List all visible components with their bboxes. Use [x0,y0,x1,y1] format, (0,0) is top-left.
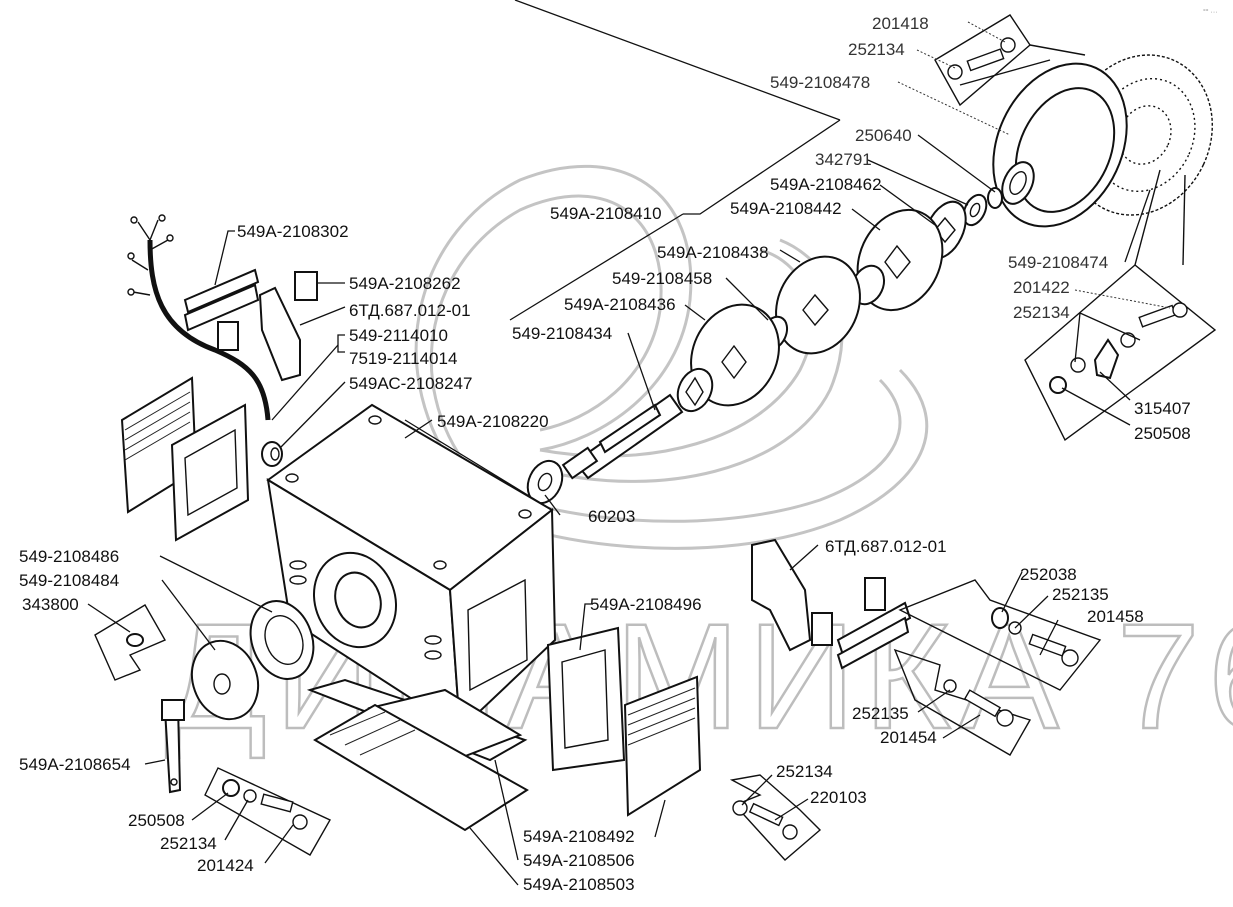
label-201418: 201418 [872,14,929,33]
label-549-2114010: 549-2114010 [349,326,448,345]
bolt-kit-frame-bottom [729,774,822,861]
gasket-2108496 [546,626,626,772]
label-549-2108484: 549-2108484 [19,571,119,590]
terminal-block-2108302 [183,268,260,332]
bolt-kit-frame-lower-left [204,767,331,856]
label-201458: 201458 [1087,607,1144,626]
label-252135: 252135 [1052,585,1109,604]
label-6TD-687-012-01-b: 6ТД.687.012-01 [825,537,947,556]
label-252134-d: 252134 [776,762,833,781]
label-252038: 252038 [1020,565,1077,584]
label-549-2108458: 549-2108458 [612,269,712,288]
label-549A-2108492: 549A-2108492 [523,827,635,846]
label-201454: 201454 [880,728,937,747]
bolt-kit-frame-right-mid [893,648,1032,756]
label-6TD-687-012-01: 6ТД.687.012-01 [349,301,471,320]
label-252135-b: 252135 [852,704,909,723]
flange-2108486 [249,600,315,680]
label-549A-2108462: 549A-2108462 [770,175,882,194]
key-kit-frame [94,604,166,681]
washer-342791 [962,193,988,227]
label-549A-2108506: 549A-2108506 [523,851,635,870]
cam-2108438 [759,255,861,355]
label-252134: 252134 [848,40,905,59]
label-549AC-2108247: 549АС-2108247 [349,374,472,393]
cam-2108484 [190,639,260,721]
label-250640: 250640 [855,126,912,145]
label-201424: 201424 [197,856,254,875]
label-250508-b: 250508 [128,811,185,830]
label-252134-c: 252134 [160,834,217,853]
gasket-left [170,403,250,542]
label-315407: 315407 [1134,399,1191,418]
terminal-block-right [836,601,912,670]
wire-harness [127,214,271,421]
label-549A-2108220: 549A-2108220 [437,412,549,431]
label-549A-2108438: 549A-2108438 [657,243,769,262]
label-549A-2108436: 549A-2108436 [564,295,676,314]
cam-2108436 [676,303,780,413]
label-549-2108486: 549-2108486 [19,547,119,566]
label-549A-2108503: 549A-2108503 [523,875,635,894]
label-549A-2108654: 549A-2108654 [19,755,131,774]
bushing-2108247 [261,441,283,467]
label-549A-2108410: 549A-2108410 [550,204,662,223]
bearing-250640 [987,161,1035,209]
microswitch-right [751,538,886,652]
label-549A-2108302: 549A-2108302 [237,222,349,241]
label-549-2108474: 549-2108474 [1008,253,1108,272]
label-60203: 60203 [588,507,635,526]
part-labels: 201418 252134 549-2108478 250640 342791 … [19,14,1191,894]
label-252134-b: 252134 [1013,303,1070,322]
label-549-2108434: 549-2108434 [512,324,612,343]
cover-plate-2108492 [623,675,702,817]
label-250508: 250508 [1134,424,1191,443]
leader-lines [87,0,1171,886]
bearing-60203 [526,459,564,505]
label-549A-2108262: 549A-2108262 [349,274,461,293]
housing-2108220 [266,403,557,733]
plate-bottom-2108503 [313,703,529,832]
label-549A-2108496: 549A-2108496 [590,595,702,614]
lever-2108654 [161,699,185,794]
label-549A-2108442: 549A-2108442 [730,199,842,218]
label-7519-2114014: 7519-2114014 [349,349,457,368]
label-343800: 343800 [22,595,79,614]
label-220103: 220103 [810,788,867,807]
corner-mark: °° ··· [1203,8,1218,16]
shaft-2108434 [561,393,684,480]
label-549-2108478: 549-2108478 [770,73,870,92]
microswitch-left [217,271,318,382]
label-201422: 201422 [1013,278,1070,297]
label-342791: 342791 [815,150,872,169]
